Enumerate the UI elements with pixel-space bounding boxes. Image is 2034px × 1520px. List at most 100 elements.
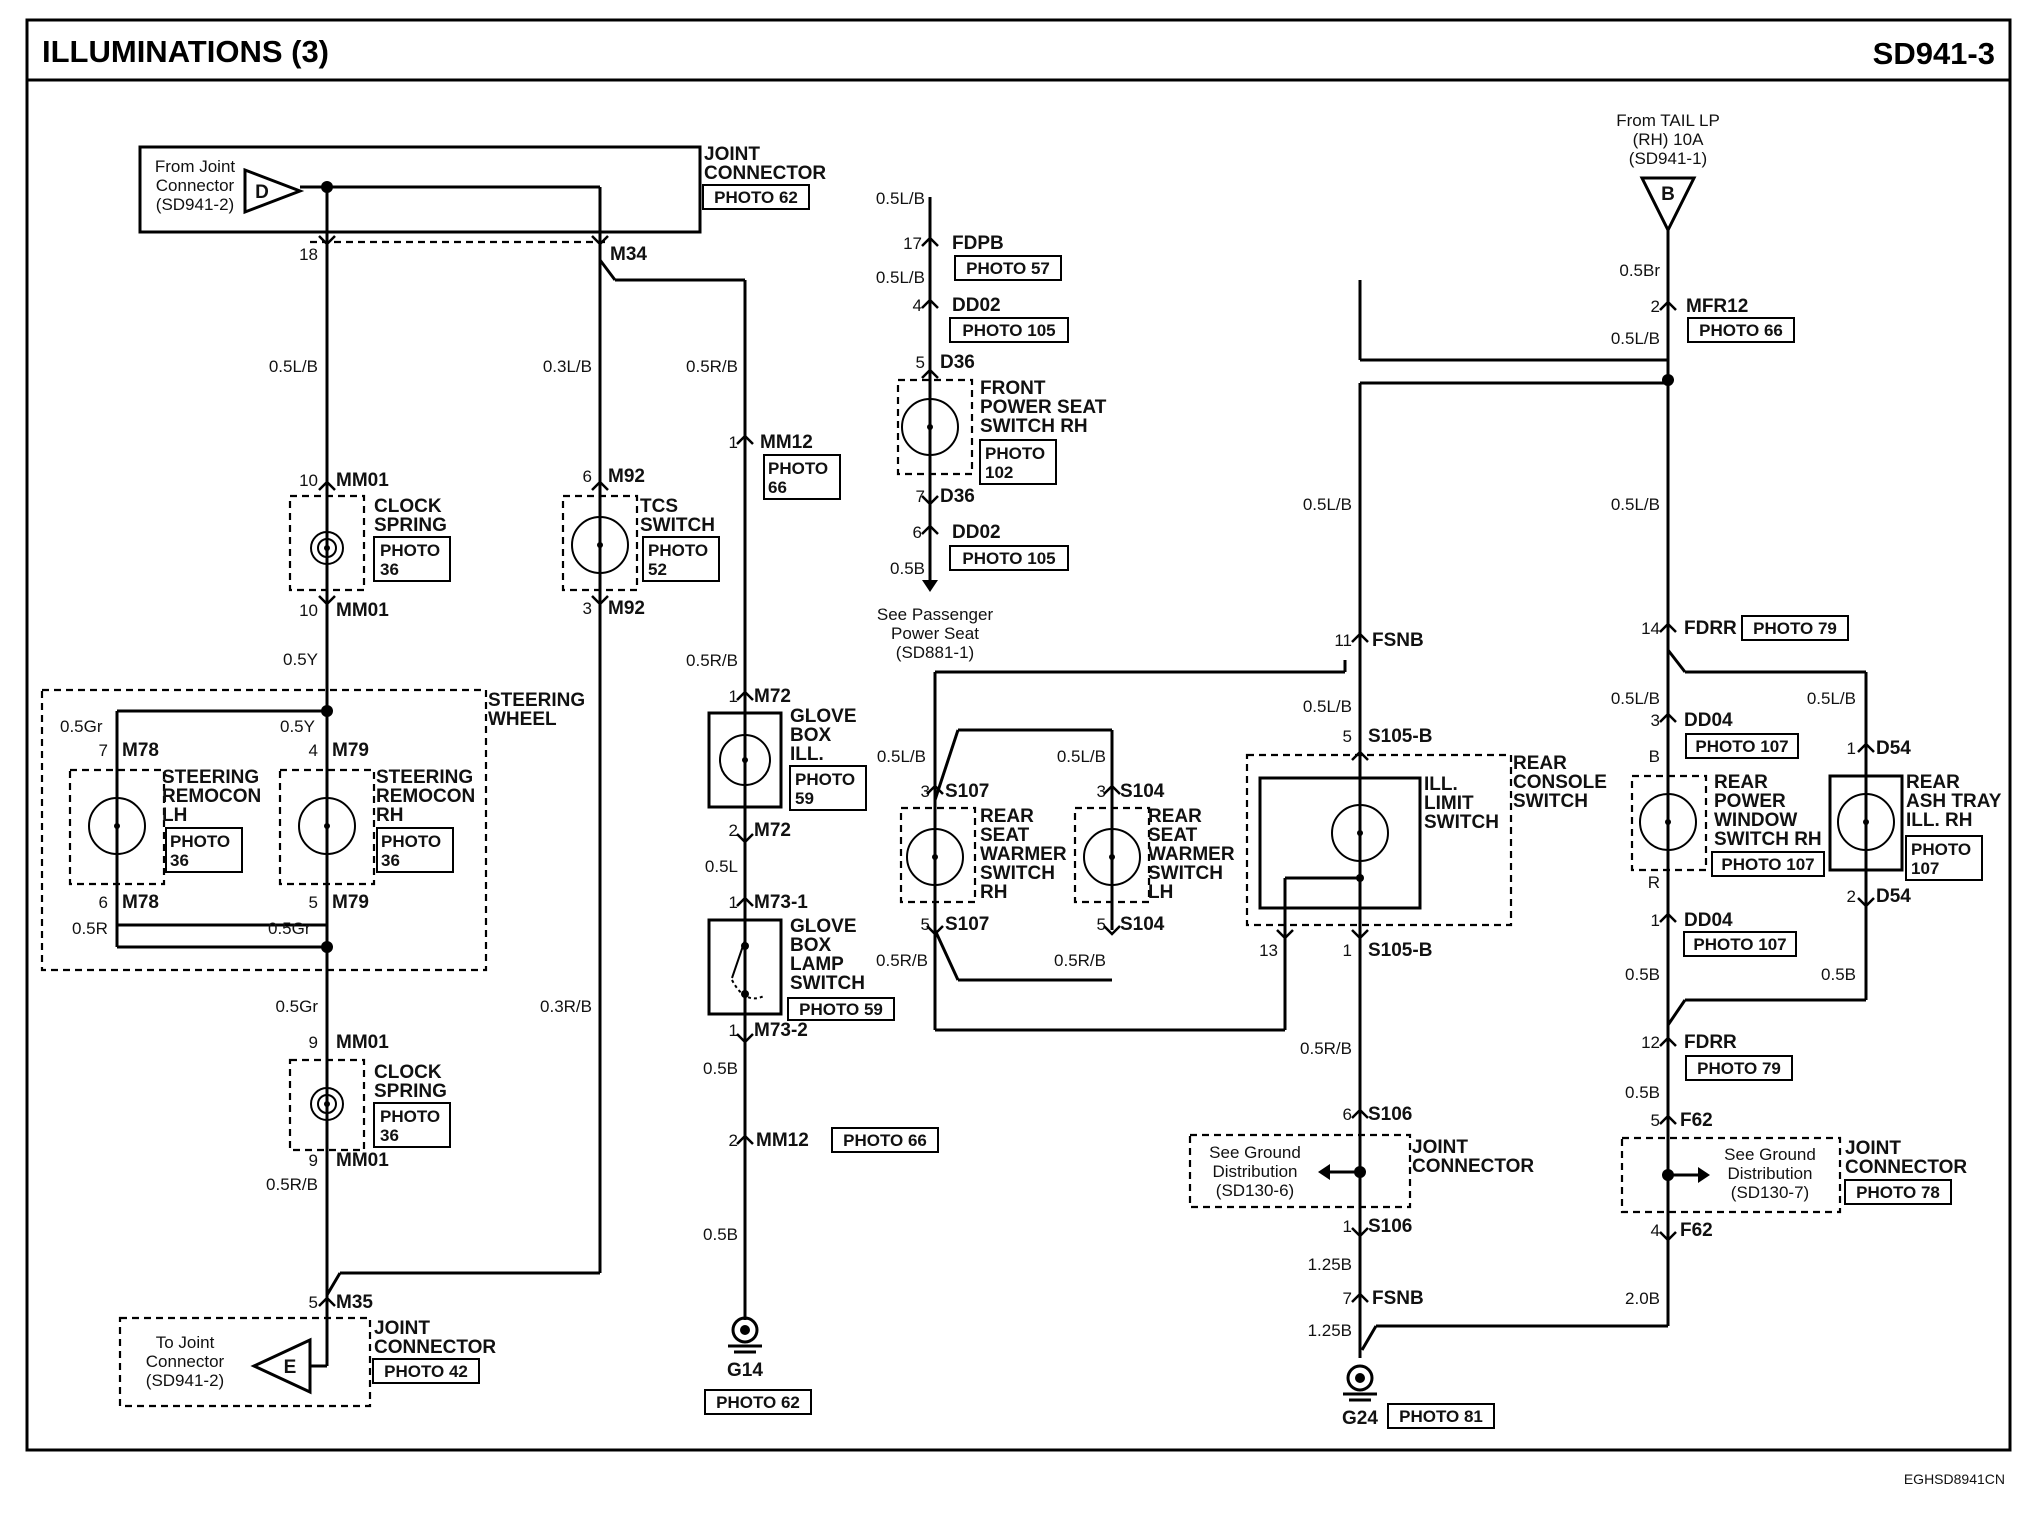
- rear-power-window-switch: [1630, 774, 1708, 872]
- svg-text:Distribution: Distribution: [1212, 1162, 1297, 1181]
- svg-text:1: 1: [1343, 941, 1352, 960]
- svg-text:POWER SEAT: POWER SEAT: [980, 397, 1107, 418]
- svg-text:CONNECTOR: CONNECTOR: [1412, 1156, 1534, 1177]
- svg-text:18: 18: [299, 245, 318, 264]
- svg-text:PHOTO: PHOTO: [648, 541, 708, 560]
- from-tail-triangle: [1639, 176, 1697, 234]
- svg-text:SWITCH: SWITCH: [1424, 812, 1499, 833]
- svg-text:0.5B: 0.5B: [890, 559, 925, 578]
- svg-text:F62: F62: [1680, 1220, 1713, 1241]
- svg-text:Power Seat: Power Seat: [891, 624, 979, 643]
- svg-text:RH: RH: [980, 882, 1007, 903]
- svg-text:1: 1: [1847, 739, 1856, 758]
- svg-text:F62: F62: [1680, 1110, 1713, 1131]
- svg-text:DD02: DD02: [952, 522, 1001, 543]
- svg-text:5: 5: [309, 893, 318, 912]
- svg-text:66: 66: [768, 478, 787, 497]
- page-title: ILLUMINATIONS (3): [42, 34, 329, 69]
- svg-text:WARMER: WARMER: [980, 844, 1067, 865]
- svg-text:MM01: MM01: [336, 1032, 389, 1053]
- svg-text:0.5B: 0.5B: [703, 1059, 738, 1078]
- glove-box-ill: [707, 711, 783, 809]
- svg-text:REAR: REAR: [1906, 772, 1960, 793]
- svg-text:52: 52: [648, 560, 667, 579]
- svg-text:1: 1: [729, 433, 738, 452]
- svg-text:M72: M72: [754, 820, 791, 841]
- svg-text:MM01: MM01: [336, 1150, 389, 1171]
- remocon-lh: [68, 768, 166, 886]
- svg-text:0.5Br: 0.5Br: [1619, 261, 1660, 280]
- page-code: SD941-3: [1873, 36, 1995, 71]
- svg-text:1.25B: 1.25B: [1308, 1321, 1352, 1340]
- svg-text:(SD130-7): (SD130-7): [1731, 1183, 1809, 1202]
- svg-text:0.5R/B: 0.5R/B: [686, 357, 738, 376]
- svg-text:M79: M79: [332, 892, 369, 913]
- svg-text:M92: M92: [608, 598, 645, 619]
- ill-limit-switch: [1258, 776, 1422, 910]
- svg-text:DD04: DD04: [1684, 910, 1733, 931]
- svg-text:PHOTO: PHOTO: [380, 541, 440, 560]
- svg-text:36: 36: [381, 851, 400, 870]
- svg-text:M78: M78: [122, 740, 159, 761]
- svg-text:ASH TRAY: ASH TRAY: [1906, 791, 2002, 812]
- svg-text:59: 59: [795, 789, 814, 808]
- svg-text:LIMIT: LIMIT: [1424, 793, 1474, 814]
- svg-text:SPRING: SPRING: [374, 515, 447, 536]
- svg-text:Connector: Connector: [146, 1352, 225, 1371]
- rear-console-switch-region: [1245, 753, 1513, 927]
- svg-text:13: 13: [1259, 941, 1278, 960]
- svg-text:2: 2: [1847, 887, 1856, 906]
- svg-text:SWITCH: SWITCH: [790, 973, 865, 994]
- svg-text:PHOTO 107: PHOTO 107: [1693, 935, 1786, 954]
- svg-text:PHOTO 107: PHOTO 107: [1695, 737, 1788, 756]
- svg-text:M35: M35: [336, 1292, 373, 1313]
- svg-text:4: 4: [1651, 1221, 1660, 1240]
- svg-text:POWER: POWER: [1714, 791, 1786, 812]
- svg-text:See Ground: See Ground: [1724, 1145, 1816, 1164]
- svg-text:D54: D54: [1876, 886, 1911, 907]
- svg-text:BOX: BOX: [790, 935, 832, 956]
- svg-text:2.0B: 2.0B: [1625, 1289, 1660, 1308]
- svg-text:12: 12: [1641, 1033, 1660, 1052]
- svg-text:(SD130-6): (SD130-6): [1216, 1181, 1294, 1200]
- svg-text:BOX: BOX: [790, 725, 832, 746]
- svg-text:CONNECTOR: CONNECTOR: [704, 163, 826, 184]
- svg-text:CONNECTOR: CONNECTOR: [374, 1337, 496, 1358]
- svg-text:PHOTO: PHOTO: [768, 459, 828, 478]
- joint-connector-top-box: [138, 145, 702, 234]
- svg-text:0.5R: 0.5R: [72, 919, 108, 938]
- svg-text:0.5L/B: 0.5L/B: [1807, 689, 1856, 708]
- svg-text:1: 1: [729, 893, 738, 912]
- tcs-switch: [561, 494, 639, 592]
- svg-text:5: 5: [309, 1293, 318, 1312]
- svg-text:5: 5: [916, 353, 925, 372]
- svg-text:REAR: REAR: [1148, 806, 1202, 827]
- tcs-switch-label: TCS: [640, 496, 678, 517]
- svg-text:2: 2: [729, 821, 738, 840]
- svg-text:0.5L/B: 0.5L/B: [876, 189, 925, 208]
- svg-text:FSNB: FSNB: [1372, 630, 1424, 651]
- svg-text:M34: M34: [610, 244, 647, 265]
- svg-text:6: 6: [913, 523, 922, 542]
- svg-text:PHOTO 62: PHOTO 62: [714, 188, 798, 207]
- svg-text:SPRING: SPRING: [374, 1081, 447, 1102]
- svg-text:PHOTO 81: PHOTO 81: [1399, 1407, 1483, 1426]
- svg-text:SWITCH: SWITCH: [640, 515, 715, 536]
- svg-text:S107: S107: [945, 914, 989, 935]
- svg-text:1: 1: [1651, 911, 1660, 930]
- to-joint-triangle: [250, 1337, 312, 1395]
- svg-text:PHOTO: PHOTO: [1911, 840, 1971, 859]
- svg-text:FDRR: FDRR: [1684, 1032, 1737, 1053]
- svg-text:0.3L/B: 0.3L/B: [543, 357, 592, 376]
- svg-text:M72: M72: [754, 686, 791, 707]
- svg-text:PHOTO 78: PHOTO 78: [1856, 1183, 1940, 1202]
- svg-text:10: 10: [299, 471, 318, 490]
- svg-text:LAMP: LAMP: [790, 954, 844, 975]
- svg-text:(SD941-2): (SD941-2): [146, 1371, 224, 1390]
- footer-code: EGHSD8941CN: [1904, 1471, 2005, 1487]
- svg-text:10: 10: [299, 601, 318, 620]
- svg-text:PHOTO: PHOTO: [381, 832, 441, 851]
- svg-text:0.5L/B: 0.5L/B: [1303, 697, 1352, 716]
- svg-text:7: 7: [1343, 1289, 1352, 1308]
- svg-text:36: 36: [170, 851, 189, 870]
